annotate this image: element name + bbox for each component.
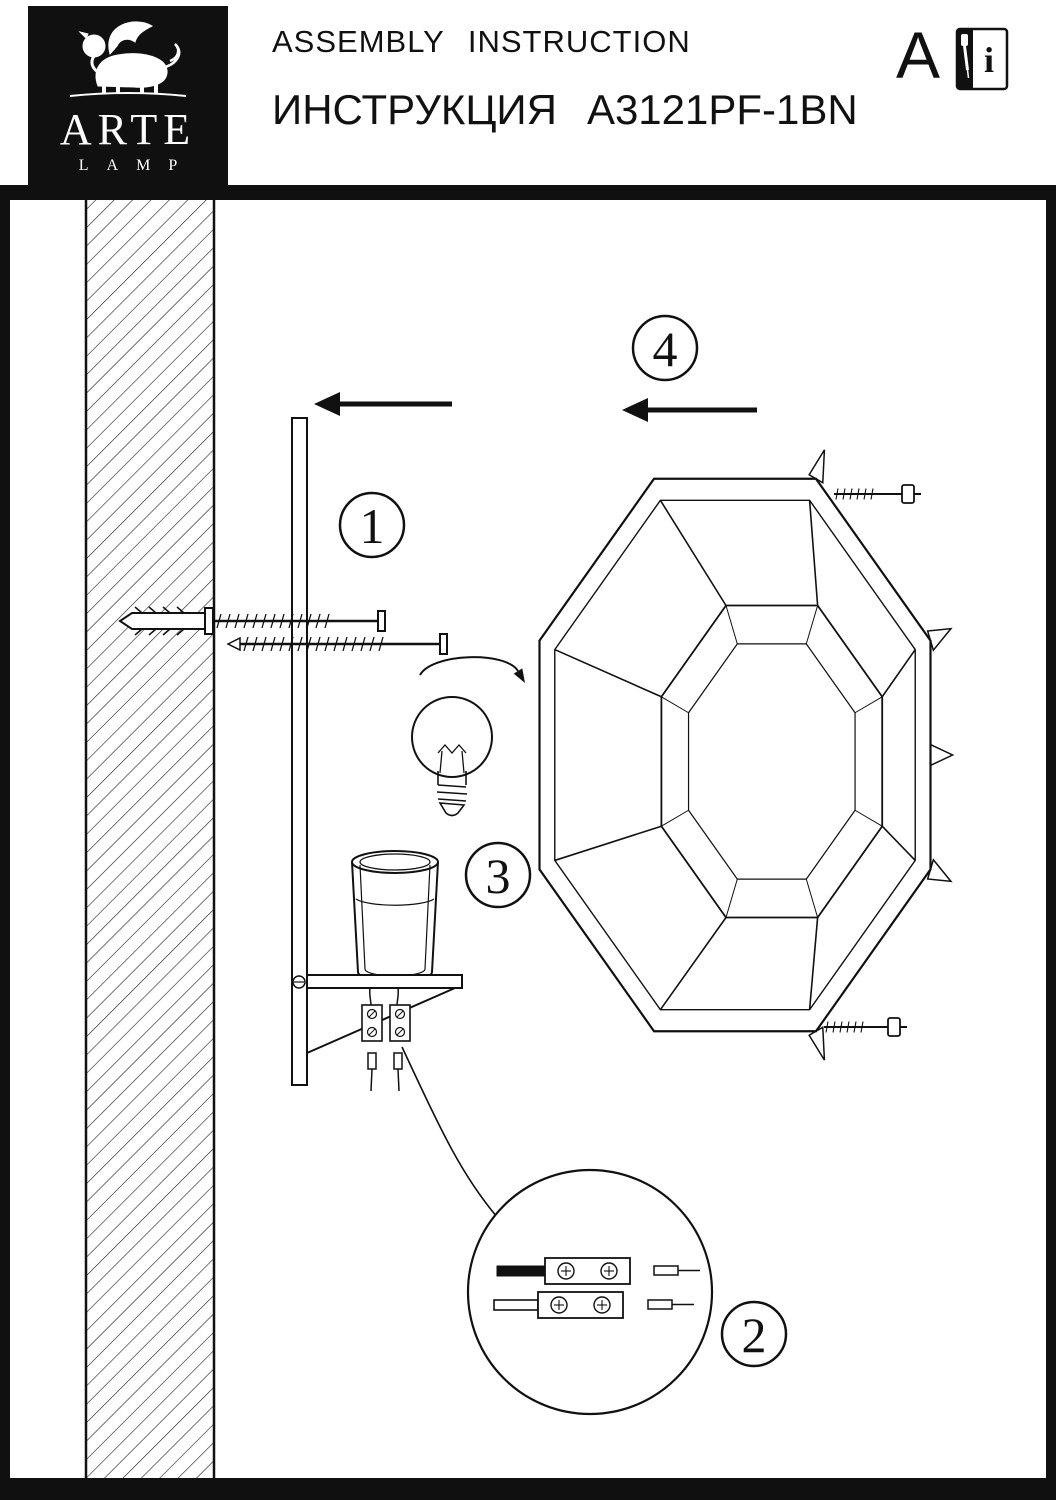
manual-book-icon: i [954,26,1012,97]
step-badge-4: 4 [631,314,699,382]
step-number-1: 1 [360,498,385,554]
wiring-detail-callout [401,1046,714,1416]
revision-letter: A [896,18,941,92]
lantern-body [540,450,953,1060]
brand-logo: ARTE LAMP [28,6,228,185]
logo-sub-text: LAMP [78,157,196,174]
terminal-block-lower [493,1291,624,1319]
wire-ends [647,1265,700,1310]
winged-lion-icon [69,21,187,97]
fixing-screw-top [834,484,921,504]
step-number-3: 3 [486,848,511,904]
glass-shade [351,850,439,982]
wall-anchor [118,606,214,636]
mounting-screw-upper [213,610,386,632]
supply-wires [367,1052,403,1092]
arrow-to-wall-step1 [314,392,452,416]
step-number-4: 4 [653,321,678,377]
terminal-block-upper [496,1257,631,1285]
wall-section [84,200,216,1478]
arrow-to-wall-step4 [622,398,757,422]
logo-brand-text: ARTE [59,105,197,154]
rotation-arrow [419,656,525,683]
info-letter: i [984,40,994,80]
title-block: ASSEMBLY INSTRUCTION ИНСТРУКЦИЯ A3121PF-… [272,24,858,134]
mounting-screw-lower [226,633,448,655]
lamp-bracket [292,974,463,1092]
page-frame [0,185,1056,1500]
mounting-plate [291,417,308,1086]
model-number: A3121PF-1BN [586,86,858,133]
header: ARTE LAMP ASSEMBLY INSTRUCTION ИНСТРУКЦИ… [0,0,1056,185]
fixing-screw-bottom [824,1017,907,1037]
step-number-2: 2 [742,1307,767,1363]
step-badge-3: 3 [464,841,532,909]
step-badge-2: 2 [720,1300,788,1368]
assembly-diagram: 1 4 3 2 [0,185,1056,1500]
screwdriver-icon [961,34,970,79]
title-russian: ИНСТРУКЦИЯ [272,86,557,133]
terminal-clamps [361,1004,411,1042]
light-bulb [411,696,493,817]
step-badge-1: 1 [338,491,406,559]
title-english: ASSEMBLY INSTRUCTION [272,24,691,59]
